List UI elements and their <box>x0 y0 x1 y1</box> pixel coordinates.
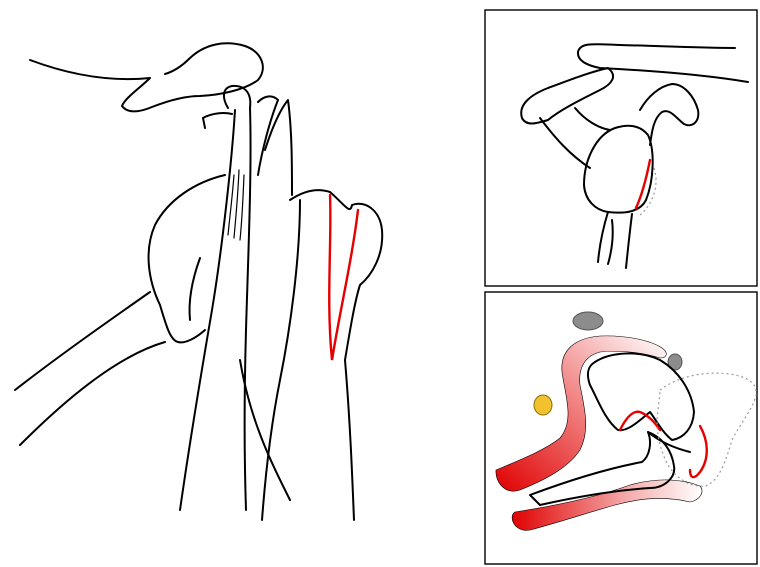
acromion-outline <box>30 43 263 111</box>
inset-top-panel <box>485 10 757 286</box>
nerve-yellow <box>534 395 552 415</box>
tendon-fiber-3 <box>240 175 244 240</box>
scapula-spine <box>262 200 300 520</box>
main-panel <box>15 43 382 520</box>
vessel-grey-large <box>573 312 603 330</box>
tendon-fiber-2 <box>234 170 239 238</box>
arm-contour <box>20 342 165 445</box>
muscle-band-1 <box>258 96 278 175</box>
arm-left-outline <box>15 292 150 390</box>
inset-top-frame <box>485 10 757 286</box>
bicipital-fold <box>203 113 232 128</box>
tendon-right-edge <box>245 108 251 510</box>
lesion-line-main <box>329 195 358 360</box>
humeral-head-inner <box>189 258 200 320</box>
muscle-band-2 <box>265 100 292 195</box>
body-contour-right <box>345 360 354 520</box>
tendon-left-edge <box>180 110 235 510</box>
humeral-head-outline <box>149 175 225 342</box>
inset-bottom-panel <box>485 292 757 564</box>
